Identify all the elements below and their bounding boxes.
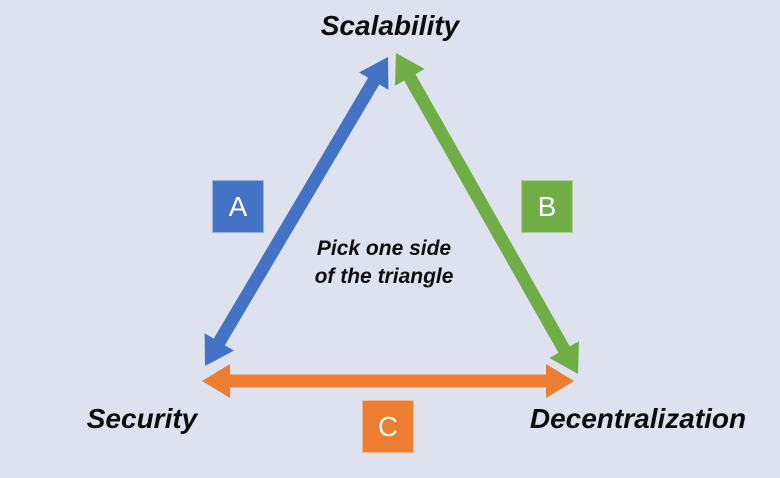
arrow-side-a xyxy=(204,57,389,366)
side-label-c: C xyxy=(377,410,399,442)
center-note-line2: of the triangle xyxy=(314,265,454,288)
center-note-line1: Pick one side xyxy=(316,237,452,260)
side-label-b: B xyxy=(537,190,557,222)
side-label-c-box: C xyxy=(362,400,414,453)
vertex-label-decentralization: Decentralization xyxy=(529,403,747,434)
side-label-a-box: A xyxy=(212,180,264,233)
vertex-label-security: Security xyxy=(86,403,198,434)
double-arrows xyxy=(202,53,579,398)
vertex-label-scalability: Scalability xyxy=(320,10,460,41)
center-note: Pick one side of the triangle xyxy=(315,235,454,291)
arrow-side-c xyxy=(202,364,574,398)
arrow-side-b xyxy=(395,53,579,374)
side-label-a: A xyxy=(228,190,248,222)
side-label-b-box: B xyxy=(521,180,573,233)
